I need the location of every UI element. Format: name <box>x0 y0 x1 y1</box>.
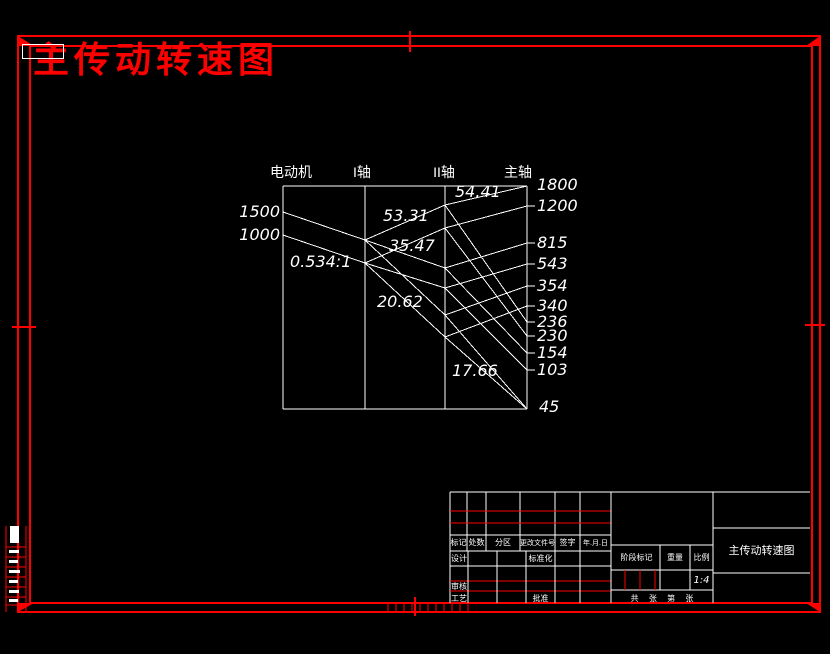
rev-strip-mark <box>9 560 18 563</box>
motor-speed-1500: 1500 <box>239 202 280 221</box>
spindle-speed-340: 340 <box>537 296 568 315</box>
spindle-speed-1800: 1800 <box>537 175 578 194</box>
motor-speed-1000: 1000 <box>239 225 280 244</box>
spindle-speed-815: 815 <box>537 233 568 252</box>
mid-label-54-41: 54.41 <box>455 182 501 201</box>
mid-label-20-62: 20.62 <box>377 292 423 311</box>
tb-sheet-label: 共 张 第 张 <box>630 594 694 603</box>
tb-weight-label: 重量 <box>667 553 683 562</box>
column-label-motor: 电动机 <box>270 164 312 180</box>
tb-scale-value: 1:4 <box>693 575 710 586</box>
tb-role-approve: 批准 <box>532 594 549 603</box>
corner-wedge-tr <box>806 36 820 46</box>
spindle-speed-45: 45 <box>539 397 560 416</box>
tb-role-audit: 审核 <box>451 582 467 591</box>
selection-rectangle <box>22 44 64 59</box>
corner-wedge-tl <box>18 36 34 46</box>
tb-header-count: 处数 <box>468 538 485 547</box>
spindle-speed-154: 154 <box>537 343 568 362</box>
rev-strip-block <box>10 526 19 543</box>
tb-header-zone: 分区 <box>495 538 511 547</box>
column-label-spindle: 主轴 <box>504 164 532 180</box>
tb-role-craft: 工艺 <box>451 594 467 603</box>
rev-strip-mark <box>9 570 20 573</box>
tb-header-mark: 标记 <box>450 538 467 547</box>
mid-label-17-66: 17.66 <box>452 361 498 380</box>
tb-header-change-doc: 更改文件号 <box>520 540 555 547</box>
tb-role-standardization: 标准化 <box>528 554 553 563</box>
tb-scale-label: 比例 <box>693 553 710 562</box>
spindle-speed-543: 543 <box>537 254 568 273</box>
reduction-ratio-label: 0.534:1 <box>290 252 352 271</box>
tb-drawing-name: 主传动转速图 <box>728 545 795 557</box>
drawing-title: 主传动转速图 <box>33 39 280 80</box>
rev-strip-mark <box>9 580 18 583</box>
rev-strip-mark <box>9 599 18 602</box>
column-label-shaft2: II轴 <box>433 164 455 180</box>
spindle-speed-103: 103 <box>537 360 568 379</box>
column-label-shaft1: I轴 <box>353 164 371 180</box>
mid-label-35-47: 35.47 <box>389 236 435 255</box>
tb-stage-label: 阶段标记 <box>620 553 653 562</box>
tb-header-sign: 签字 <box>559 538 576 547</box>
spindle-speed-236: 236 <box>537 312 568 331</box>
rev-strip-mark <box>9 590 19 593</box>
rev-strip-mark <box>9 550 19 553</box>
spindle-speed-354: 354 <box>537 276 568 295</box>
tb-role-design: 设计 <box>451 554 467 563</box>
tb-header-date: 年.月.日 <box>583 540 608 547</box>
spindle-speed-1200: 1200 <box>537 196 578 215</box>
spindle-speed-230: 230 <box>537 326 568 345</box>
corner-wedge-br <box>806 603 820 612</box>
mid-label-53-31: 53.31 <box>383 206 429 225</box>
